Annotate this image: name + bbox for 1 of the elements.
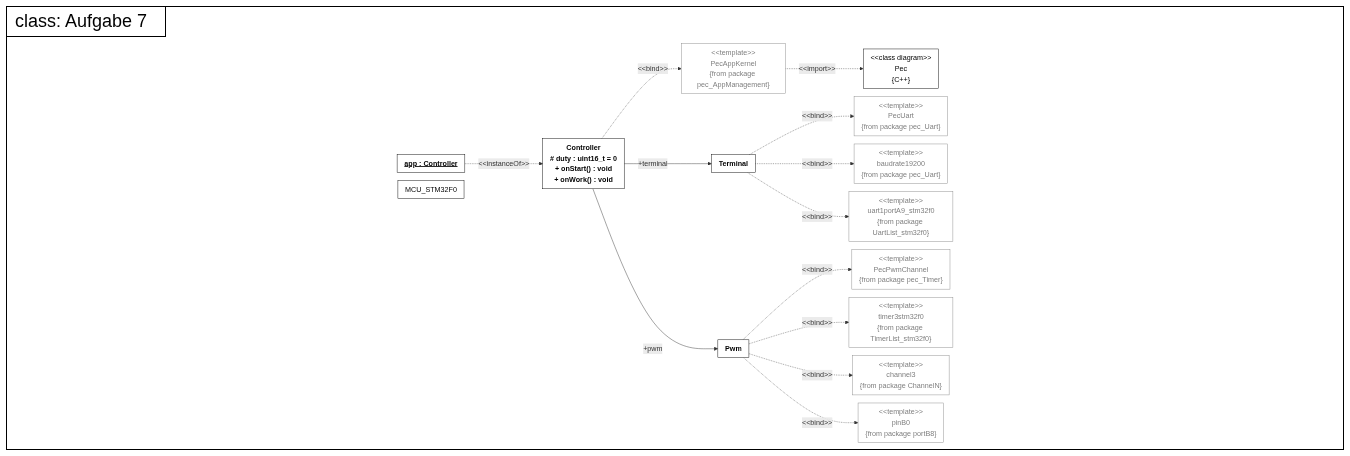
frame-title: class: Aufgabe 7 [7, 7, 167, 37]
